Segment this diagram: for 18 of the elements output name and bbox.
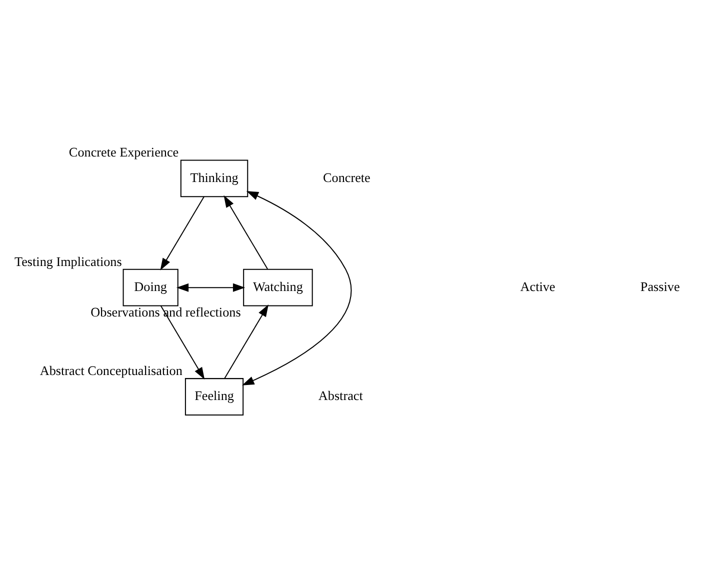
arrow <box>160 306 205 380</box>
node-box: Thinking <box>180 160 248 198</box>
node-box: Doing <box>122 268 178 306</box>
arrow <box>224 195 268 270</box>
arrow <box>176 283 246 292</box>
arrow <box>242 191 352 386</box>
label: Active <box>520 279 556 294</box>
arrow <box>160 196 204 270</box>
label: Passive <box>640 279 680 294</box>
arrow <box>224 304 269 378</box>
label: Abstract <box>318 388 363 404</box>
node-label: Testing Implications <box>14 254 122 269</box>
node-label: Abstract Conceptualisation <box>40 362 182 378</box>
node-box: Feeling <box>184 378 244 416</box>
node-box: Watching <box>243 268 313 306</box>
label: Concrete <box>323 170 370 185</box>
node-label: Concrete Experience <box>68 144 179 160</box>
node-label: Observations and reflections <box>90 304 241 320</box>
